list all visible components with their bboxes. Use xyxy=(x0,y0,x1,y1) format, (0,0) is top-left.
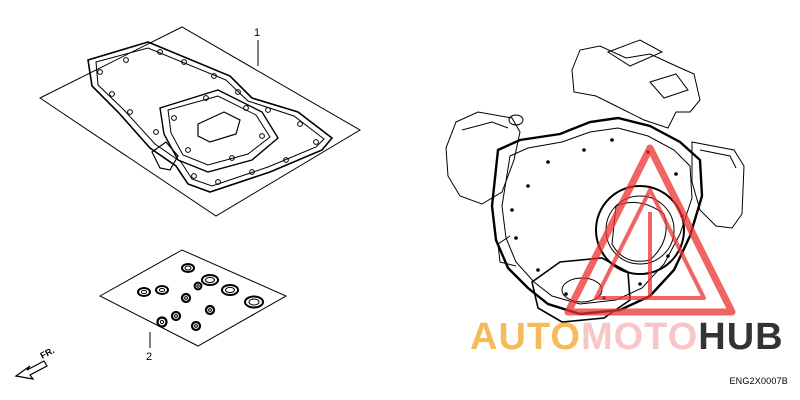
head-cover-boss-2 xyxy=(649,73,689,99)
watermark-text-hub: HUB xyxy=(698,316,784,358)
gasket-kit-a xyxy=(39,26,361,217)
sealing-washers xyxy=(156,281,216,332)
crankcase-inner-line xyxy=(501,127,693,305)
crankcase-gasket-outer xyxy=(87,41,334,193)
side-cover-cutout xyxy=(611,201,667,262)
window-gasket xyxy=(197,111,241,143)
head-cover-boss xyxy=(606,39,664,67)
front-direction-arrow xyxy=(14,360,48,380)
bolt-holes xyxy=(97,49,319,185)
watermark-text: AUTOMOTOHUB xyxy=(470,318,784,356)
oil-pan-gasket-inner xyxy=(167,95,271,166)
left-boss xyxy=(508,114,524,126)
cylinder-right xyxy=(691,141,745,229)
strip-gasket xyxy=(151,141,179,171)
callout-2-number: 2 xyxy=(146,351,153,363)
watermark-text-auto: AUTO xyxy=(470,316,581,358)
o-rings xyxy=(137,263,264,309)
cylinder-head-top xyxy=(571,45,701,129)
side-cover-ring xyxy=(595,185,685,275)
watermark-logo xyxy=(564,144,736,316)
crankcase-gasket-inner xyxy=(95,47,325,187)
engine-assembly xyxy=(445,39,745,323)
diagram-code: ENG2X0007B xyxy=(729,376,788,386)
cylinder-left-fin xyxy=(461,121,509,131)
callout-1-number: 1 xyxy=(254,27,261,39)
gasket-kit-b xyxy=(98,249,288,348)
gasket-kit-b-sheet xyxy=(98,249,288,347)
watermark-text-moto: MOTO xyxy=(580,316,699,358)
gasket-kit-a-sheet xyxy=(39,26,361,217)
oil-pan-gasket xyxy=(159,89,279,173)
cylinder-right-fin xyxy=(699,149,737,169)
cylinder-left xyxy=(445,111,521,205)
left-pipe xyxy=(497,235,517,267)
